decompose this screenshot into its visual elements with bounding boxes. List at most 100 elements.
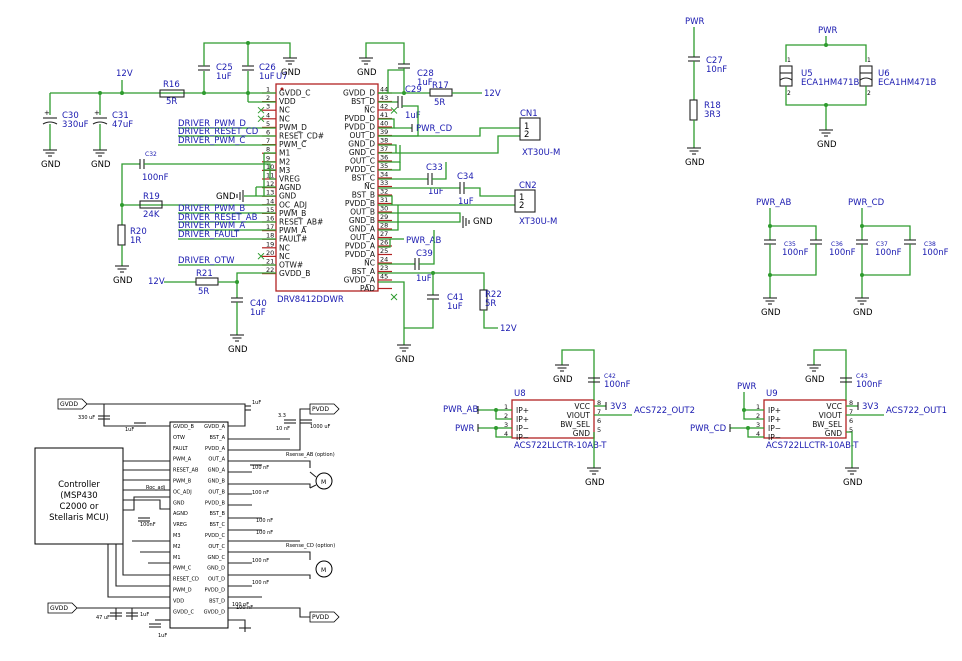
r16-ref: R16 <box>163 80 180 90</box>
ref-c10n: 10 nF <box>276 426 290 432</box>
u7-pin-num: 32 <box>380 188 388 196</box>
u9-out: ACS722_OUT1 <box>886 406 947 416</box>
u7-pin-name: RESET_AB# <box>279 218 323 227</box>
c41-val: 1uF <box>447 302 463 312</box>
ref-motor-ab: M <box>321 479 326 486</box>
sensor-pin-name: IP− <box>516 433 529 442</box>
u7-pin-name: GND_A <box>349 225 376 234</box>
ref-pin-right: GND_C <box>208 555 226 561</box>
r18-ref: R18 <box>704 101 721 111</box>
u7-pin-name: OUT_B <box>350 208 375 217</box>
u7-pin-num: 22 <box>266 266 274 274</box>
u7-pin-name: GVDD_C <box>279 89 310 98</box>
net-12v-r22: 12V <box>500 324 517 334</box>
ref-c1u-c: 1uF <box>140 612 149 618</box>
u7-pin-name: BST_B <box>352 191 375 200</box>
gnd-label: GND <box>357 68 377 78</box>
u7-pin-name: RESET_CD# <box>279 132 324 141</box>
ref-pin-left: GND <box>173 500 185 506</box>
u9-part: ACS722LLCTR-10AB-T <box>766 441 859 451</box>
u7-pin-num: 44 <box>380 86 388 94</box>
ref-pin-right: GND_D <box>207 566 225 572</box>
gnd-label: GND <box>281 68 301 78</box>
cn1-ref: CN1 <box>520 109 538 119</box>
u7-pin-num: 31 <box>380 196 388 204</box>
sensor-pin-num: 1 <box>756 403 760 411</box>
ref-c100n: 100nF <box>140 522 156 528</box>
u7-pin-name: PVDD_A <box>345 242 376 251</box>
u7-pin-num: 9 <box>266 154 270 162</box>
ref-c100nf-a: 100 nF <box>252 465 269 471</box>
u7-pin-num: 19 <box>266 240 274 248</box>
net-driver-pwm-c: DRIVER_PWM_C <box>178 136 245 146</box>
c37-ref: C37 <box>876 241 888 248</box>
gnd-label: GND <box>395 355 415 365</box>
u7-pin-name: NC <box>364 182 375 191</box>
ref-c1u-a: 1uF <box>125 427 134 433</box>
u7-pin-name: M2 <box>279 157 290 166</box>
u7-pin-name: OUT_D <box>350 131 376 140</box>
u7-pin-name: GND <box>279 192 296 201</box>
net-driver-reset-cd: DRIVER_RESET_CD <box>178 127 259 137</box>
ref-pin-right: BST_D <box>209 598 225 604</box>
sensor-u8[interactable]: U8 ACS722LLCTR-10AB-T PWR_AB PWR 3V3 ACS… <box>443 349 695 468</box>
u7-left-wiring: 12V + C30 330uF + C31 47uF R16 5R C25 1u… <box>42 41 291 335</box>
sensor-pin-name: GND <box>573 429 590 438</box>
u7-pin-name: VDD <box>279 97 296 106</box>
sensor-pin-name: IP+ <box>516 406 529 415</box>
cn2-pin2: 2 <box>519 201 524 211</box>
sensor-u9[interactable]: U9 ACS722LLCTR-10AB-T PWR PWR_CD 3V3 ACS… <box>690 349 947 468</box>
c32-val: 100nF <box>142 173 169 183</box>
u9-ref: U9 <box>766 389 778 399</box>
u7-pin-name: M1 <box>279 149 290 158</box>
net-pwr-cd-bypass: PWR_CD <box>848 198 885 208</box>
ref-pin-right: PVDD_C <box>205 533 226 539</box>
cn1-pin1: 1 <box>524 122 529 132</box>
u5-ref: U5 <box>801 69 813 79</box>
c36-val: 100nF <box>829 248 856 258</box>
sensor-pin-name: BW_SEL <box>812 420 843 429</box>
u7-pin-num: 14 <box>266 197 274 205</box>
u7-pin-num: 6 <box>266 129 270 137</box>
gnd-label: GND <box>553 375 573 385</box>
cn1-val: XT30U-M <box>522 148 560 158</box>
sensor-pin-num: 2 <box>504 412 508 420</box>
ref-rsense-ab: Rsense_AB (option) <box>286 452 335 458</box>
u7-pin-name: NC <box>279 114 290 123</box>
r22-ref: R22 <box>485 290 502 300</box>
gnd-label: GND <box>685 158 705 168</box>
net-driver-fault: DRIVER_FAULT <box>178 230 240 240</box>
ref-pin-left: VREG <box>173 522 187 528</box>
ref-pin-right: PVDD_A <box>205 446 226 452</box>
u8-3v3: 3V3 <box>610 402 627 412</box>
c31-ref: C31 <box>112 111 129 121</box>
gnd-label: GND <box>91 160 111 170</box>
u7-pin-name: GND_B <box>349 216 375 225</box>
c35-ref: C35 <box>784 241 796 248</box>
sensor-pin-num: 8 <box>849 399 853 407</box>
c25-ref: C25 <box>216 63 233 73</box>
ref-c1000: 1000 uF <box>310 424 330 430</box>
pwr-decoupling: PWR C27 10nF R18 3R3 PWR 1 2 U5 ECA1HM47… <box>685 17 936 148</box>
reference-diagram: Controller (MSP430 C2000 or Stellaris MC… <box>34 398 340 639</box>
u7-pin-name: PVDD_C <box>345 165 375 174</box>
u7-pin-num: 25 <box>380 247 388 255</box>
svg-text:2: 2 <box>787 90 791 97</box>
net-pwr-cd-u7: PWR_CD <box>416 124 453 134</box>
u7-pin-num: 28 <box>380 222 388 230</box>
ref-v33: 3.3 <box>278 413 286 419</box>
ref-ctrl-l4: Stellaris MCU) <box>49 513 109 523</box>
sensor-pin-num: 7 <box>849 408 853 416</box>
u7-pin-name: GND_D <box>348 140 375 149</box>
gnd-label: GND <box>805 375 825 385</box>
u7-pin-num: 2 <box>266 94 270 102</box>
u7-pin-num: 8 <box>266 146 270 154</box>
u7-pin-name: VREG <box>279 175 300 184</box>
c38-ref: C38 <box>924 241 936 248</box>
ref-ctrl-l2: (MSP430 <box>60 491 97 501</box>
u7-pin-num: 1 <box>266 86 270 94</box>
gnd-label: GND <box>761 308 781 318</box>
u7-pin-num: 34 <box>380 171 388 179</box>
